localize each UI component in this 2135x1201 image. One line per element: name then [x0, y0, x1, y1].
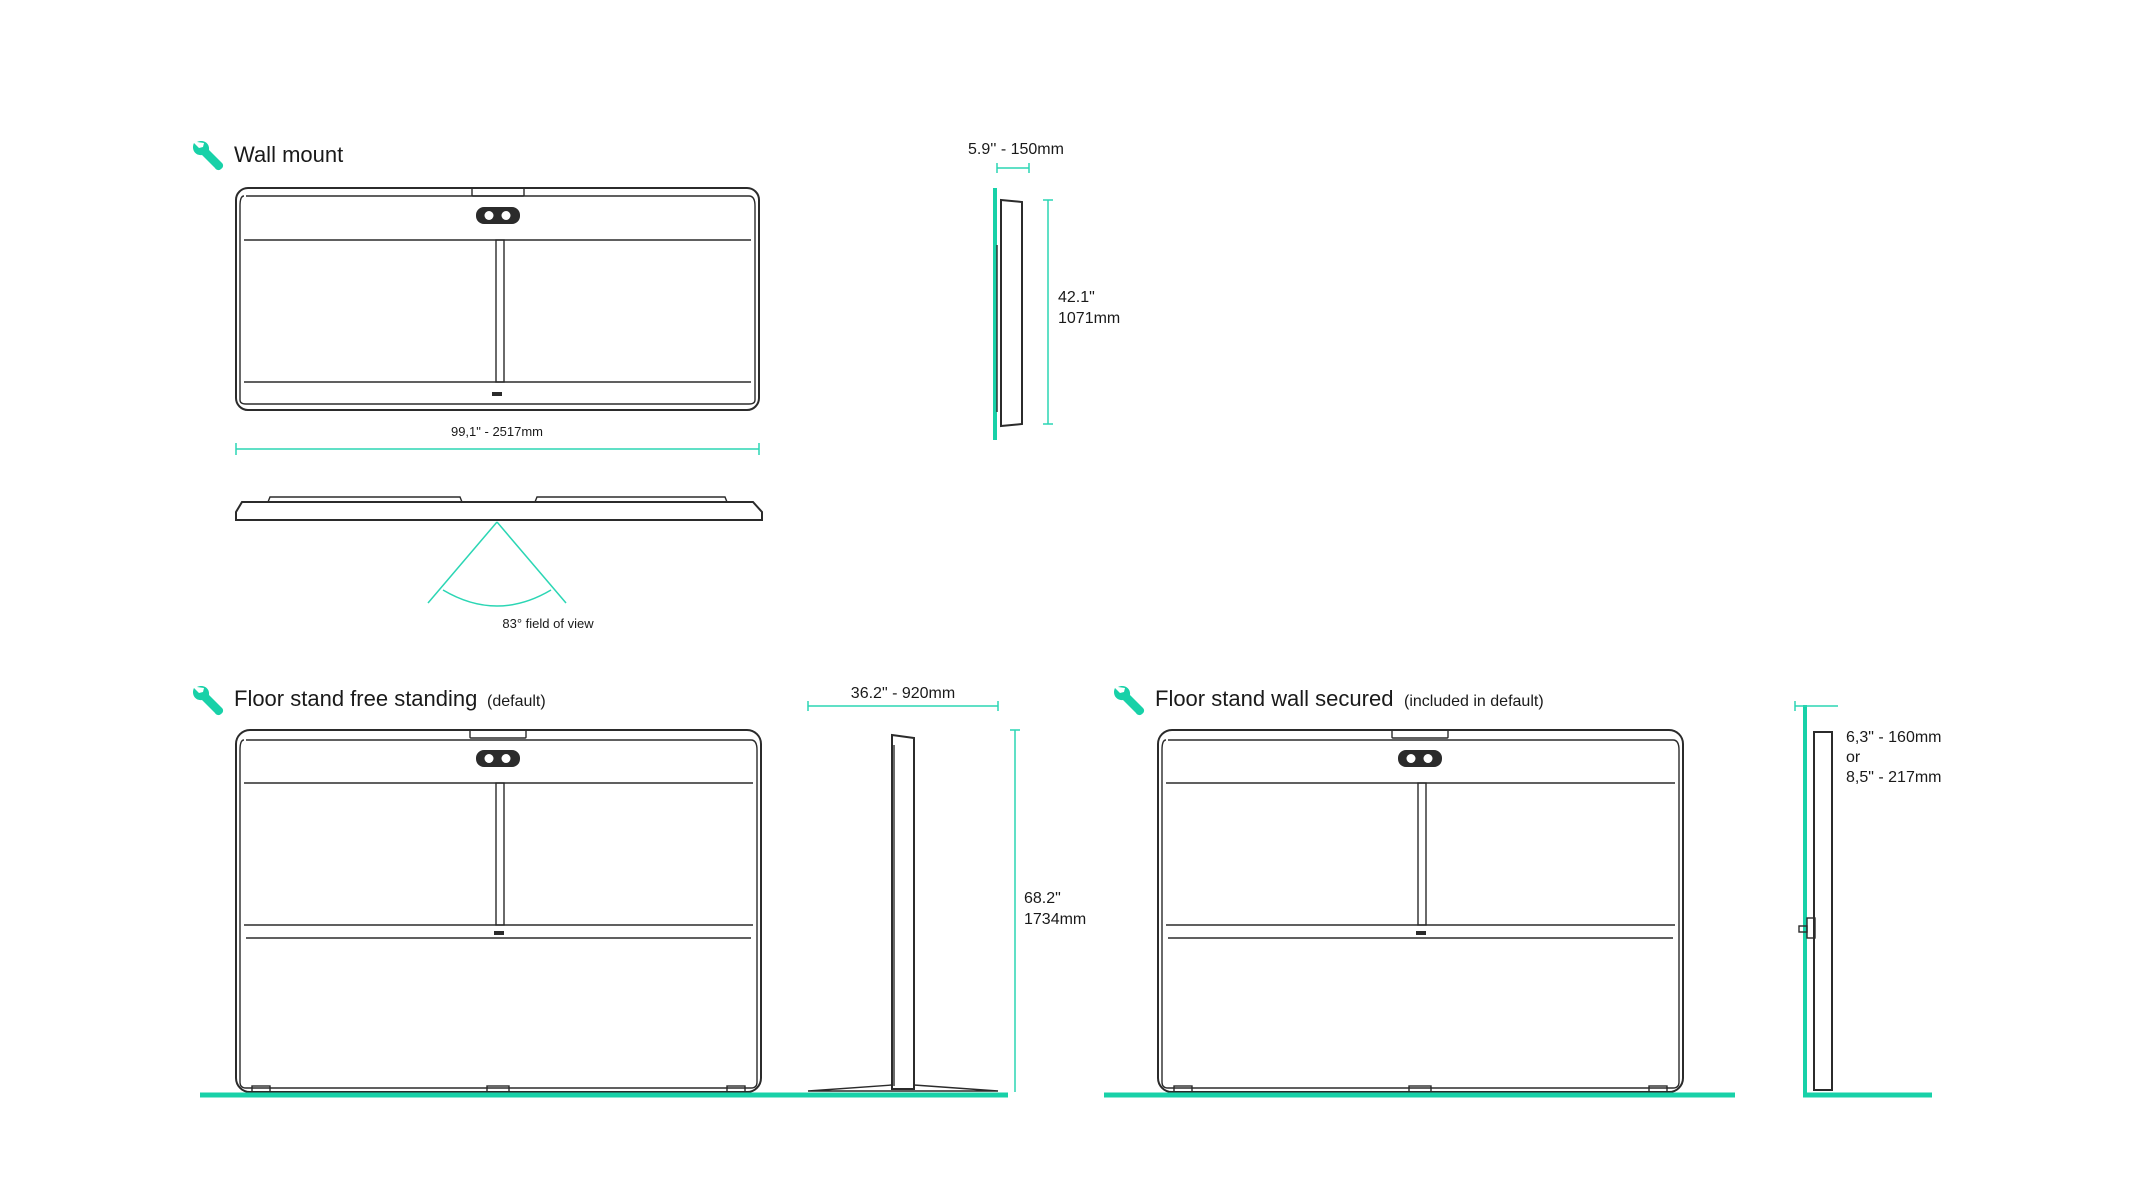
stand-depth-label: 36.2" - 920mm	[851, 685, 955, 702]
field-of-view-label: 83° field of view	[502, 616, 594, 631]
stand-height-inch-label: 68.2"	[1024, 890, 1061, 907]
floor-free-front-view	[235, 729, 762, 1094]
stand-height-mm-label: 1734mm	[1024, 911, 1086, 928]
wrench-icon	[1113, 685, 1145, 716]
field-of-view-indicator: 83° field of view	[427, 521, 594, 631]
wrench-icon	[192, 685, 224, 716]
wall-mount-front-view	[235, 187, 760, 411]
secured-depth-label-2: 8,5" - 217mm	[1846, 769, 1942, 786]
floor-wall-side-view: 6,3" - 160mm or 8,5" - 217mm	[1794, 701, 1942, 1098]
wall-mount-section: Wall mount 99,1" - 2517mm	[192, 140, 1120, 631]
wall-mount-side-view: 5.9'' - 150mm 42.1" 1071mm	[968, 141, 1120, 440]
floor-wall-title: Floor stand wall secured	[1155, 686, 1393, 711]
wall-height-inch-label: 42.1"	[1058, 289, 1095, 306]
floor-wall-front-view	[1157, 729, 1684, 1094]
secured-or-label: or	[1846, 749, 1861, 766]
wall-mount-title: Wall mount	[234, 142, 343, 167]
wall-height-mm-label: 1071mm	[1058, 310, 1120, 327]
floor-free-section: Floor stand free standing (default)	[192, 685, 1086, 1098]
width-dimension: 99,1" - 2517mm	[235, 424, 760, 455]
width-label: 99,1" - 2517mm	[451, 424, 543, 439]
floor-wall-section: Floor stand wall secured (included in de…	[1104, 685, 1942, 1098]
wall-depth-label: 5.9'' - 150mm	[968, 141, 1064, 158]
floor-wall-note: (included in default)	[1404, 693, 1544, 710]
wrench-icon	[192, 140, 224, 171]
secured-depth-label-1: 6,3" - 160mm	[1846, 729, 1942, 746]
wall-mount-top-view	[235, 496, 763, 521]
floor-free-title: Floor stand free standing	[234, 686, 477, 711]
floor-free-note: (default)	[487, 693, 546, 710]
floor-free-side-view: 36.2" - 920mm 68.2" 1734mm	[807, 685, 1086, 1092]
